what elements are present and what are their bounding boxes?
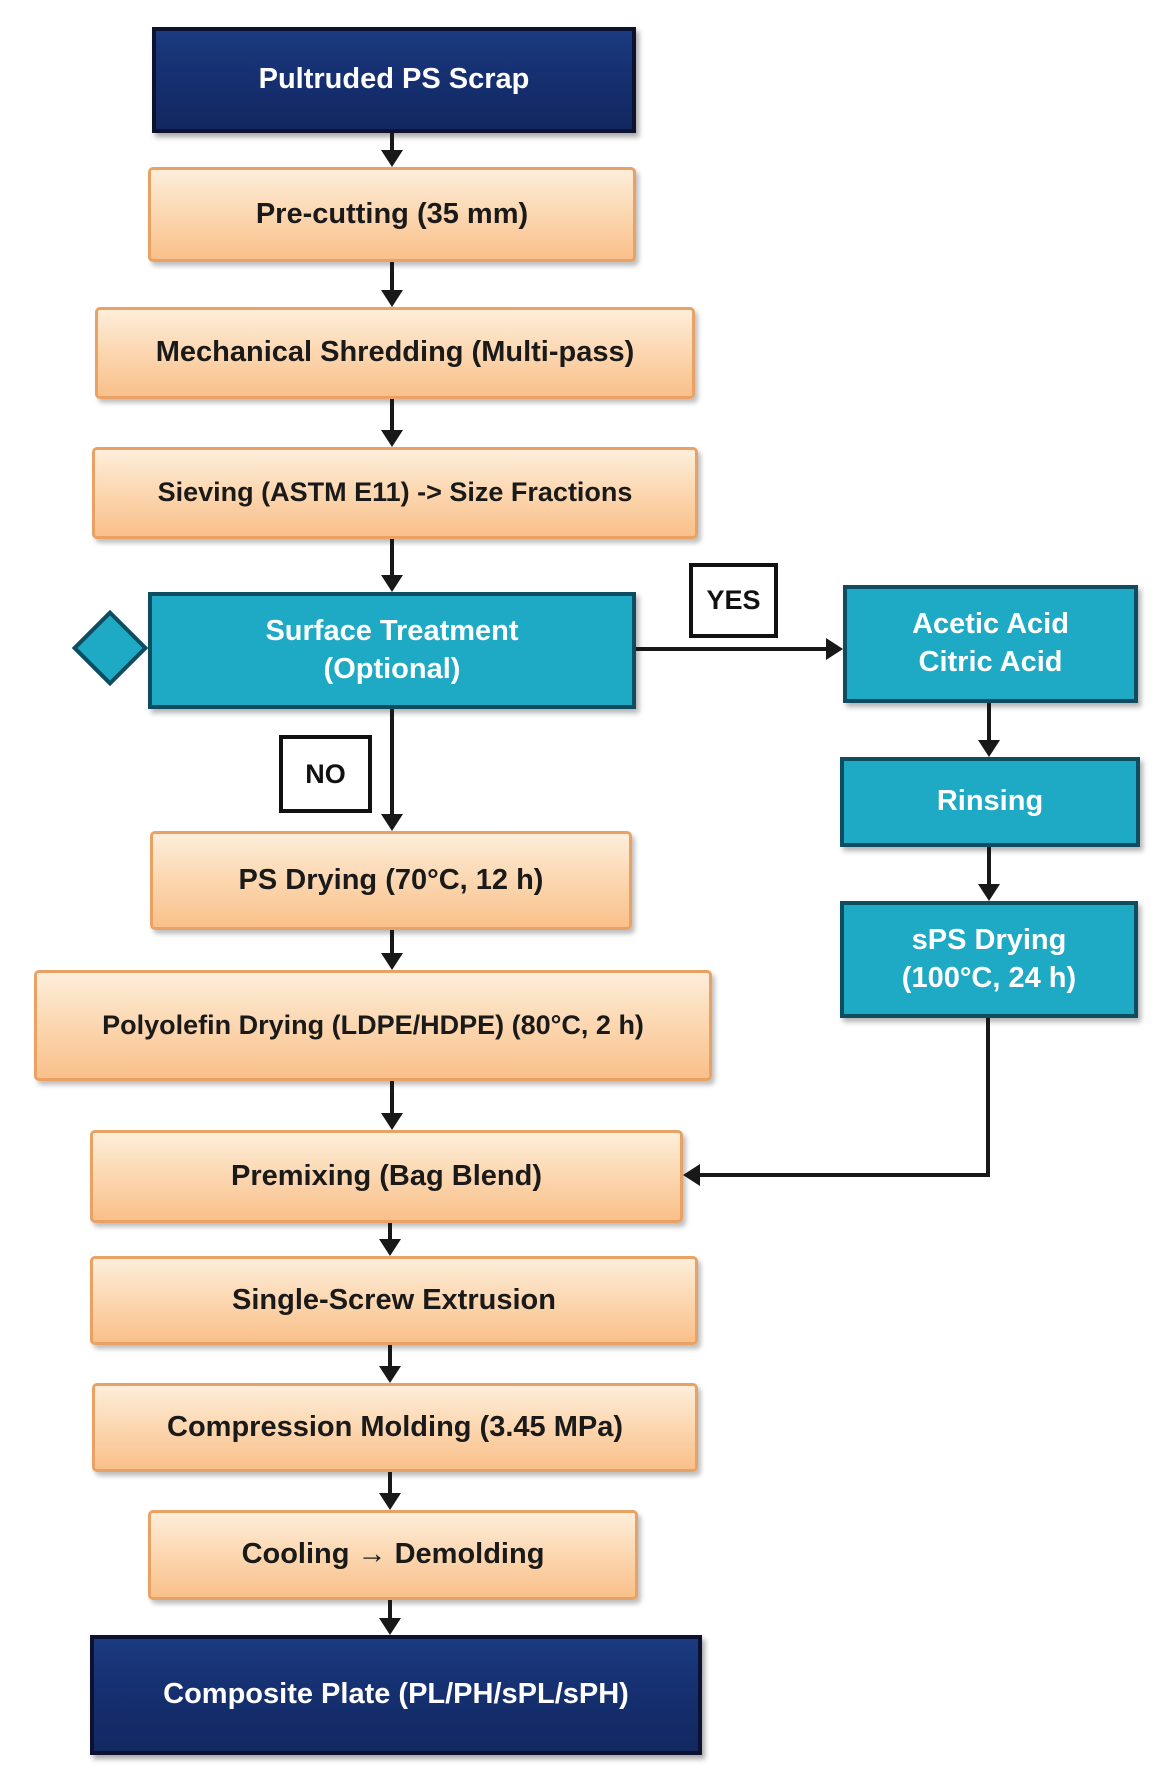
- flow-arrow-shaft: [388, 1223, 392, 1240]
- node-sieving: Sieving (ASTM E11) -> Size Fractions: [92, 447, 698, 539]
- flow-arrowhead-down-icon: [381, 814, 403, 831]
- node-surface-treatment: Surface Treatment (Optional): [148, 592, 636, 709]
- flow-arrowhead-down-icon: [379, 1618, 401, 1635]
- flow-arrow-shaft: [388, 1600, 392, 1619]
- yes-arrow-shaft: [636, 647, 827, 651]
- flow-arrow-shaft: [388, 1345, 392, 1367]
- flow-arrowhead-down-icon: [379, 1366, 401, 1383]
- flow-arrow-shaft: [390, 133, 394, 151]
- flow-arrowhead-down-icon: [381, 953, 403, 970]
- branch-label-yes: YES: [689, 563, 778, 638]
- flow-arrowhead-down-icon: [379, 1239, 401, 1256]
- node-mechanical-shredding: Mechanical Shredding (Multi-pass): [95, 307, 695, 399]
- flow-arrow-shaft: [987, 703, 991, 743]
- node-compression-molding: Compression Molding (3.45 MPa): [92, 1383, 698, 1472]
- flow-arrowhead-down-icon: [978, 884, 1000, 901]
- flow-arrowhead-down-icon: [381, 290, 403, 307]
- flow-arrowhead-down-icon: [978, 740, 1000, 757]
- node-rinsing: Rinsing: [840, 757, 1140, 847]
- flow-arrow-shaft: [390, 1081, 394, 1114]
- node-acid-treatment: Acetic Acid Citric Acid: [843, 585, 1138, 703]
- flow-arrowhead-down-icon: [381, 1113, 403, 1130]
- flow-arrow-shaft: [987, 847, 991, 887]
- merge-connector-vertical: [986, 1018, 990, 1177]
- node-single-screw-extrusion: Single-Screw Extrusion: [90, 1256, 698, 1345]
- flow-arrow-shaft: [390, 930, 394, 954]
- flow-arrowhead-down-icon: [381, 150, 403, 167]
- decision-diamond-icon: [71, 609, 149, 687]
- flow-arrow-shaft: [390, 539, 394, 576]
- flow-arrow-shaft: [390, 262, 394, 291]
- node-cooling-demolding: Cooling → Demolding: [148, 1510, 638, 1600]
- flow-arrowhead-down-icon: [381, 575, 403, 592]
- flow-arrow-shaft: [388, 1472, 392, 1494]
- node-pre-cutting: Pre-cutting (35 mm): [148, 167, 636, 262]
- node-pultruded-ps-scrap: Pultruded PS Scrap: [152, 27, 636, 133]
- node-ps-drying: PS Drying (70°C, 12 h): [150, 831, 632, 930]
- flow-arrowhead-down-icon: [379, 1493, 401, 1510]
- node-polyolefin-drying: Polyolefin Drying (LDPE/HDPE) (80°C, 2 h…: [34, 970, 712, 1081]
- flow-arrowhead-left-icon: [683, 1164, 700, 1186]
- merge-connector-horizontal: [697, 1173, 990, 1177]
- node-premixing: Premixing (Bag Blend): [90, 1130, 683, 1223]
- node-sps-drying: sPS Drying (100°C, 24 h): [840, 901, 1138, 1018]
- flow-arrowhead-down-icon: [381, 430, 403, 447]
- branch-label-no: NO: [279, 735, 372, 813]
- flow-arrow-shaft: [390, 399, 394, 431]
- flow-arrowhead-right-icon: [826, 638, 843, 660]
- flow-arrow-shaft: [390, 709, 394, 815]
- node-composite-plate: Composite Plate (PL/PH/sPL/sPH): [90, 1635, 702, 1755]
